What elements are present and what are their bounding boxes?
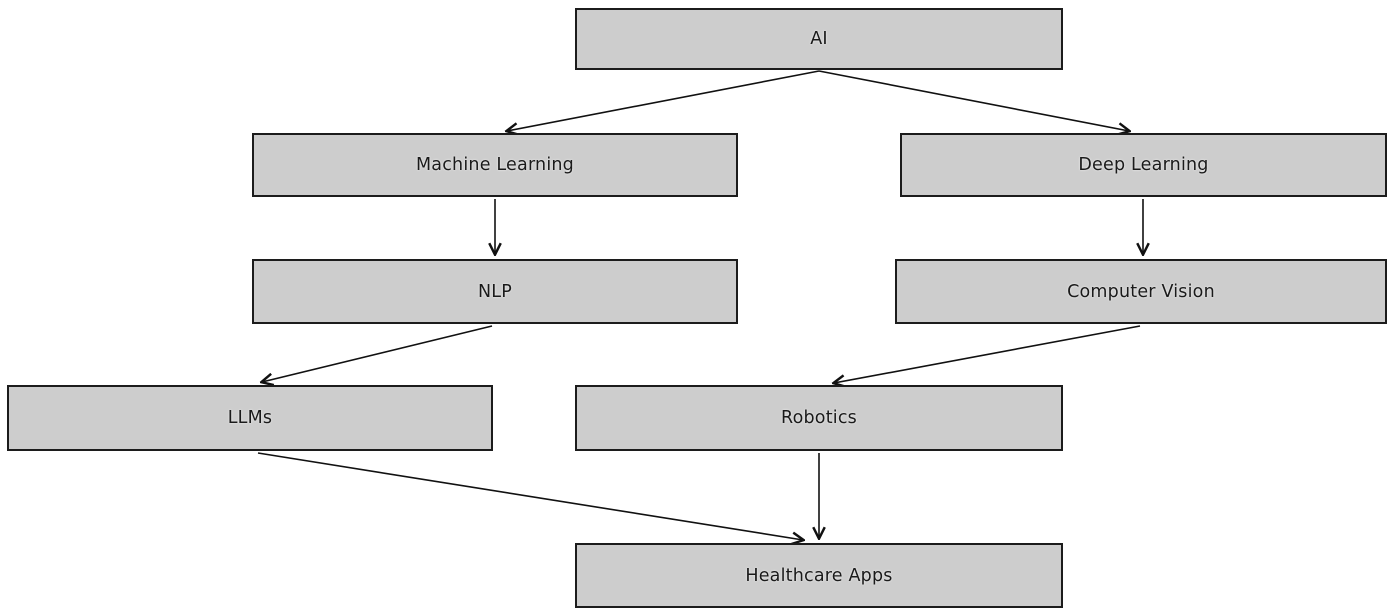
edge-ai-deep-learning	[818, 70, 1129, 131]
edge-nlp-llms	[262, 325, 493, 382]
node-ai: AI	[575, 8, 1063, 70]
edge-ai-machine-learning	[507, 70, 820, 131]
edge-llms-healthcare	[257, 452, 803, 540]
node-nlp: NLP	[252, 259, 738, 324]
node-llms: LLMs	[7, 385, 493, 451]
node-robotics: Robotics	[575, 385, 1063, 451]
edge-cv-robotics	[834, 325, 1141, 383]
node-deep-learning: Deep Learning	[900, 133, 1387, 197]
node-machine-learning: Machine Learning	[252, 133, 738, 197]
node-healthcare-apps: Healthcare Apps	[575, 543, 1063, 608]
node-computer-vision: Computer Vision	[895, 259, 1387, 324]
